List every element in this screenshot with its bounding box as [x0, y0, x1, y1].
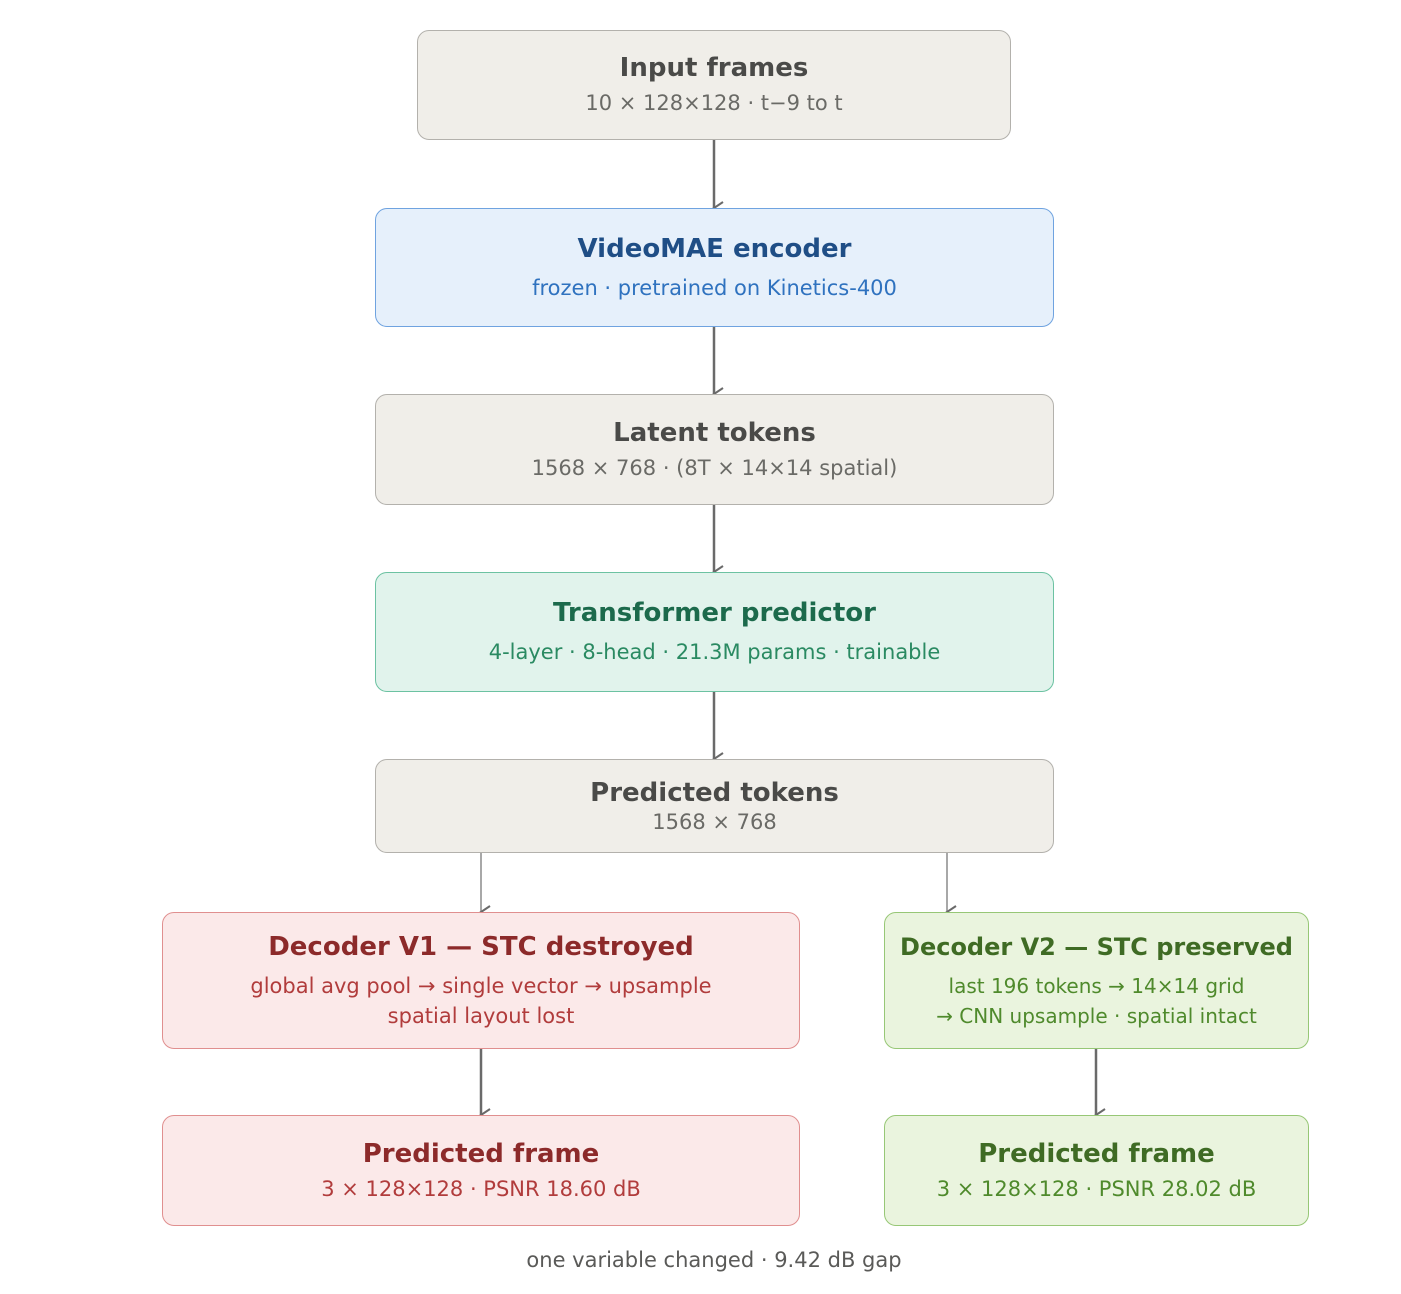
- frame-v1-title: Predicted frame: [362, 1138, 600, 1169]
- input-frames-node: Input frames 10 × 128×128 · t−9 to t: [417, 30, 1011, 140]
- transformer-predictor-node: Transformer predictor 4-layer · 8-head ·…: [375, 572, 1054, 692]
- diagram-caption: one variable changed · 9.42 dB gap: [526, 1248, 902, 1272]
- encoder-subtitle: frozen · pretrained on Kinetics-400: [532, 275, 897, 300]
- decoder-v2-subtitle-line2: → CNN upsample · spatial intact: [936, 1003, 1257, 1028]
- videomae-encoder-node: VideoMAE encoder frozen · pretrained on …: [375, 208, 1054, 327]
- predictor-subtitle: 4-layer · 8-head · 21.3M params · traina…: [488, 640, 941, 664]
- predictor-title: Transformer predictor: [553, 598, 876, 628]
- frame-v1-subtitle: 3 × 128×128 · PSNR 18.60 dB: [321, 1176, 641, 1201]
- input-frames-subtitle: 10 × 128×128 · t−9 to t: [585, 91, 843, 115]
- predicted-tokens-subtitle: 1568 × 768: [652, 810, 777, 834]
- latent-tokens-subtitle: 1568 × 768 · (8T × 14×14 spatial): [531, 455, 898, 480]
- encoder-title: VideoMAE encoder: [577, 233, 852, 264]
- frame-v2-title: Predicted frame: [978, 1138, 1215, 1169]
- decoder-v1-subtitle-line1: global avg pool → single vector → upsamp…: [250, 973, 712, 998]
- decoder-v2-subtitle-line1: last 196 tokens → 14×14 grid: [948, 973, 1245, 998]
- input-frames-title: Input frames: [619, 53, 809, 83]
- latent-tokens-title: Latent tokens: [613, 417, 816, 448]
- latent-tokens-node: Latent tokens 1568 × 768 · (8T × 14×14 s…: [375, 394, 1054, 505]
- frame-v2-subtitle: 3 × 128×128 · PSNR 28.02 dB: [936, 1176, 1257, 1201]
- predicted-frame-v2-node: Predicted frame 3 × 128×128 · PSNR 28.02…: [884, 1115, 1309, 1226]
- decoder-v1-subtitle-line2: spatial layout lost: [387, 1003, 575, 1028]
- predicted-tokens-node: Predicted tokens 1568 × 768: [375, 759, 1054, 853]
- decoder-v1-node: Decoder V1 — STC destroyed global avg po…: [162, 912, 800, 1049]
- decoder-v2-title: Decoder V2 — STC preserved: [900, 932, 1293, 961]
- predicted-tokens-title: Predicted tokens: [590, 778, 839, 808]
- predicted-frame-v1-node: Predicted frame 3 × 128×128 · PSNR 18.60…: [162, 1115, 800, 1226]
- decoder-v1-title: Decoder V1 — STC destroyed: [268, 931, 694, 962]
- decoder-v2-node: Decoder V2 — STC preserved last 196 toke…: [884, 912, 1309, 1049]
